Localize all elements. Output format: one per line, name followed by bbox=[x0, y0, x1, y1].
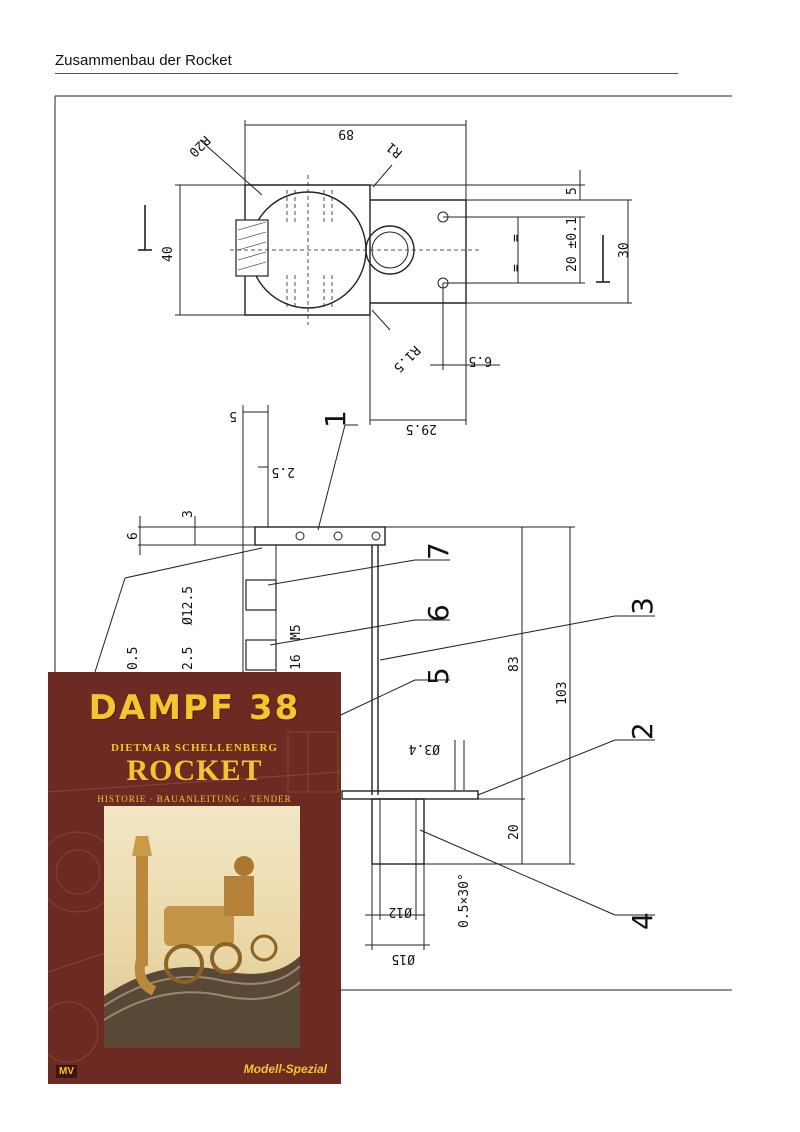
locomotive-model-image bbox=[103, 836, 301, 1048]
dim-29-5: 29.5 bbox=[406, 421, 437, 436]
cover-footer-label: Modell-Spezial bbox=[243, 1062, 327, 1076]
cover-author: DIETMAR SCHELLENBERG bbox=[110, 742, 278, 754]
cover-subtitle: HISTORIE · BAUANLEITUNG · TENDER bbox=[97, 794, 292, 804]
dim-height: 40 bbox=[161, 246, 176, 262]
dim-side-20: 20 bbox=[507, 824, 522, 840]
dim-r15: R1.5 bbox=[390, 342, 423, 375]
part-number-7: 7 bbox=[422, 542, 455, 560]
dim-bore: 20 ±0.1 bbox=[565, 217, 580, 272]
dim-side-d12: Ø12 bbox=[389, 904, 412, 919]
top-view bbox=[138, 120, 632, 425]
dim-side-6: 6 bbox=[126, 532, 141, 540]
dim-side-5: 5 bbox=[229, 408, 237, 423]
cover-series-title: DAMPF 38 bbox=[88, 688, 301, 728]
dim-side-103: 103 bbox=[555, 682, 570, 705]
page-header-title: Zusammenbau der Rocket bbox=[55, 52, 232, 69]
dim-side-2-5a: 2.5 bbox=[272, 464, 295, 479]
dim-side-16: 16 bbox=[289, 654, 304, 670]
dim-side-3: 3 bbox=[181, 510, 196, 518]
header-rule bbox=[55, 73, 678, 74]
book-cover: DAMPF 38 DIETMAR SCHELLENBERG ROCKET HIS… bbox=[48, 672, 341, 1084]
part-number-4: 4 bbox=[626, 912, 659, 930]
dim-r1: R1 bbox=[384, 139, 406, 161]
dim-r20: R20 bbox=[186, 132, 213, 159]
dim-side-chamfer: 0.5×30° bbox=[457, 873, 472, 928]
dim-eq1: = bbox=[509, 234, 524, 242]
dim-6-5: 6.5 bbox=[469, 353, 492, 368]
cover-title: ROCKET bbox=[126, 754, 263, 787]
dim-side-2-5b: 2.5 bbox=[181, 647, 196, 670]
dim-5-top: 5 bbox=[565, 187, 580, 195]
dim-side-0-5: 0.5 bbox=[126, 647, 141, 670]
part-number-1: 1 bbox=[319, 410, 352, 428]
side-view bbox=[94, 405, 655, 950]
dim-width: 89 bbox=[338, 126, 354, 141]
part-number-5: 5 bbox=[422, 667, 455, 685]
cover-locomotive-photo bbox=[103, 806, 301, 1048]
dim-side-83: 83 bbox=[507, 656, 522, 672]
dim-side-d12-5: Ø12.5 bbox=[181, 586, 196, 625]
dim-eq2: = bbox=[509, 264, 524, 272]
dim-height-right: 30 bbox=[617, 242, 632, 258]
cover-background-sketch bbox=[48, 731, 341, 1063]
dim-side-d15: Ø15 bbox=[392, 951, 415, 966]
publisher-logo: MV bbox=[56, 1065, 77, 1078]
part-number-3: 3 bbox=[626, 597, 659, 615]
dim-side-m5: M5 bbox=[289, 624, 304, 640]
dim-side-d3-4: Ø3.4 bbox=[409, 741, 440, 756]
part-number-2: 2 bbox=[626, 722, 659, 740]
part-number-6: 6 bbox=[422, 604, 455, 622]
